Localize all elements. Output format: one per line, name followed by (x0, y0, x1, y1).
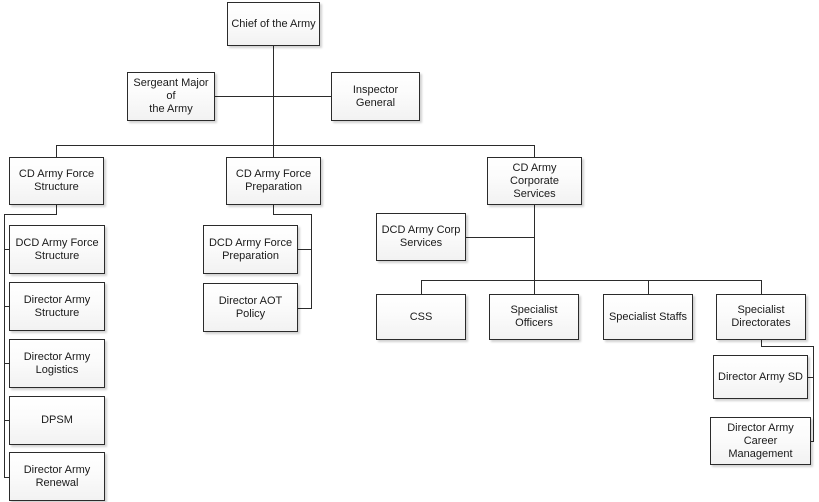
connector-specialist-bus (421, 280, 761, 281)
org-node-label: DCD Army Force Structure (15, 236, 99, 262)
connector-directorates-spine-top (761, 346, 814, 347)
org-node-label: DCD Army Corp Services (381, 224, 461, 249)
connector-sergeant-major-to-trunk (215, 96, 273, 97)
connector-spine-to-dcd-corp-services (466, 237, 535, 238)
org-node-inspector-general[interactable]: Inspector General (331, 72, 420, 121)
connector-force-prep-spine-top (273, 214, 312, 215)
org-node-specialist-officers[interactable]: Specialist Officers (489, 294, 579, 340)
org-node-chief[interactable]: Chief of the Army (227, 2, 320, 46)
org-node-director-army-career[interactable]: Director Army Career Management (710, 417, 811, 465)
connector-spine-to-dpsm (4, 420, 10, 421)
org-node-label: CD Army Corporate Services (510, 161, 559, 200)
org-node-css[interactable]: CSS (376, 294, 466, 340)
connector-spine-to-director-aot (298, 308, 312, 309)
org-node-label: Inspector General (352, 83, 399, 109)
org-node-director-aot-policy[interactable]: Director AOT Policy (203, 283, 298, 332)
org-node-label: Director Army Career Management (727, 421, 794, 460)
org-node-dcd-force-preparation[interactable]: DCD Army Force Preparation (203, 225, 298, 274)
connector-spine-to-director-logistics (4, 363, 10, 364)
connector-inspector-general-to-trunk (273, 96, 331, 97)
org-node-label: Director Army SD (718, 370, 803, 383)
connector-corporate-spine (534, 205, 535, 296)
connector-specialist-bus-drop-officers (534, 280, 535, 294)
org-node-sergeant-major[interactable]: Sergeant Major of the Army (127, 72, 215, 121)
org-node-cd-force-structure[interactable]: CD Army Force Structure (9, 157, 104, 205)
org-node-specialist-directorates[interactable]: Specialist Directorates (716, 294, 806, 340)
org-node-label: CSS (409, 310, 433, 323)
org-node-label: Director AOT Policy (218, 294, 283, 320)
connector-specialist-bus-drop-directorates (761, 280, 762, 294)
org-node-dcd-army-corp-services[interactable]: DCD Army Corp Services (376, 213, 466, 261)
org-node-specialist-staffs[interactable]: Specialist Staffs (603, 294, 693, 340)
connector-directorates-spine-stub (761, 340, 762, 346)
connector-specialist-bus-drop-css (421, 280, 422, 294)
connector-spine-to-director-structure (4, 306, 10, 307)
org-node-label: Chief of the Army (231, 17, 316, 30)
org-node-label: DCD Army Force Preparation (208, 236, 293, 262)
connector-division-bus (56, 145, 535, 146)
connector-spine-to-dcd-force-prep (298, 249, 312, 250)
org-node-label: DPSM (41, 414, 73, 426)
org-node-label: Sergeant Major of the Army (133, 77, 209, 115)
connector-spine-to-dcd-force-structure (4, 249, 10, 250)
connector-force-structure-spine-top (4, 214, 57, 215)
org-node-dcd-force-structure[interactable]: DCD Army Force Structure (9, 225, 105, 274)
org-node-cd-force-preparation[interactable]: CD Army Force Preparation (226, 157, 321, 205)
org-node-label: Director Army Renewal (23, 463, 91, 489)
connector-directorates-spine (813, 346, 814, 441)
org-node-label: Specialist Officers (510, 304, 558, 329)
connector-division-bus-right-drop (534, 145, 535, 157)
org-node-label: Director Army Structure (23, 293, 91, 319)
connector-division-bus-mid-drop (273, 145, 274, 157)
org-node-label: Specialist Directorates (731, 304, 791, 329)
org-node-director-army-logistics[interactable]: Director Army Logistics (9, 339, 105, 388)
connector-force-structure-spine (4, 214, 5, 478)
org-node-label: CD Army Force Structure (18, 168, 95, 193)
connector-division-bus-left-drop (56, 145, 57, 157)
org-node-director-army-sd[interactable]: Director Army SD (713, 355, 808, 399)
org-node-director-army-structure[interactable]: Director Army Structure (9, 282, 105, 331)
org-node-director-army-renewal[interactable]: Director Army Renewal (9, 452, 105, 501)
org-node-dpsm[interactable]: DPSM (9, 396, 105, 445)
connector-specialist-bus-drop-staffs (648, 280, 649, 294)
org-node-label: Director Army Logistics (23, 350, 91, 376)
org-node-label: CD Army Force Preparation (235, 168, 312, 193)
connector-spine-to-director-army-sd (807, 377, 814, 378)
org-node-cd-corporate-services[interactable]: CD Army Corporate Services (487, 157, 582, 205)
connector-force-prep-spine (311, 214, 312, 309)
connector-force-structure-spine-stub (56, 205, 57, 214)
connector-force-prep-spine-stub (273, 205, 274, 214)
org-node-label: Specialist Staffs (608, 310, 688, 323)
connector-spine-to-director-renewal (4, 477, 10, 478)
connector-spine-to-director-career (810, 441, 814, 442)
